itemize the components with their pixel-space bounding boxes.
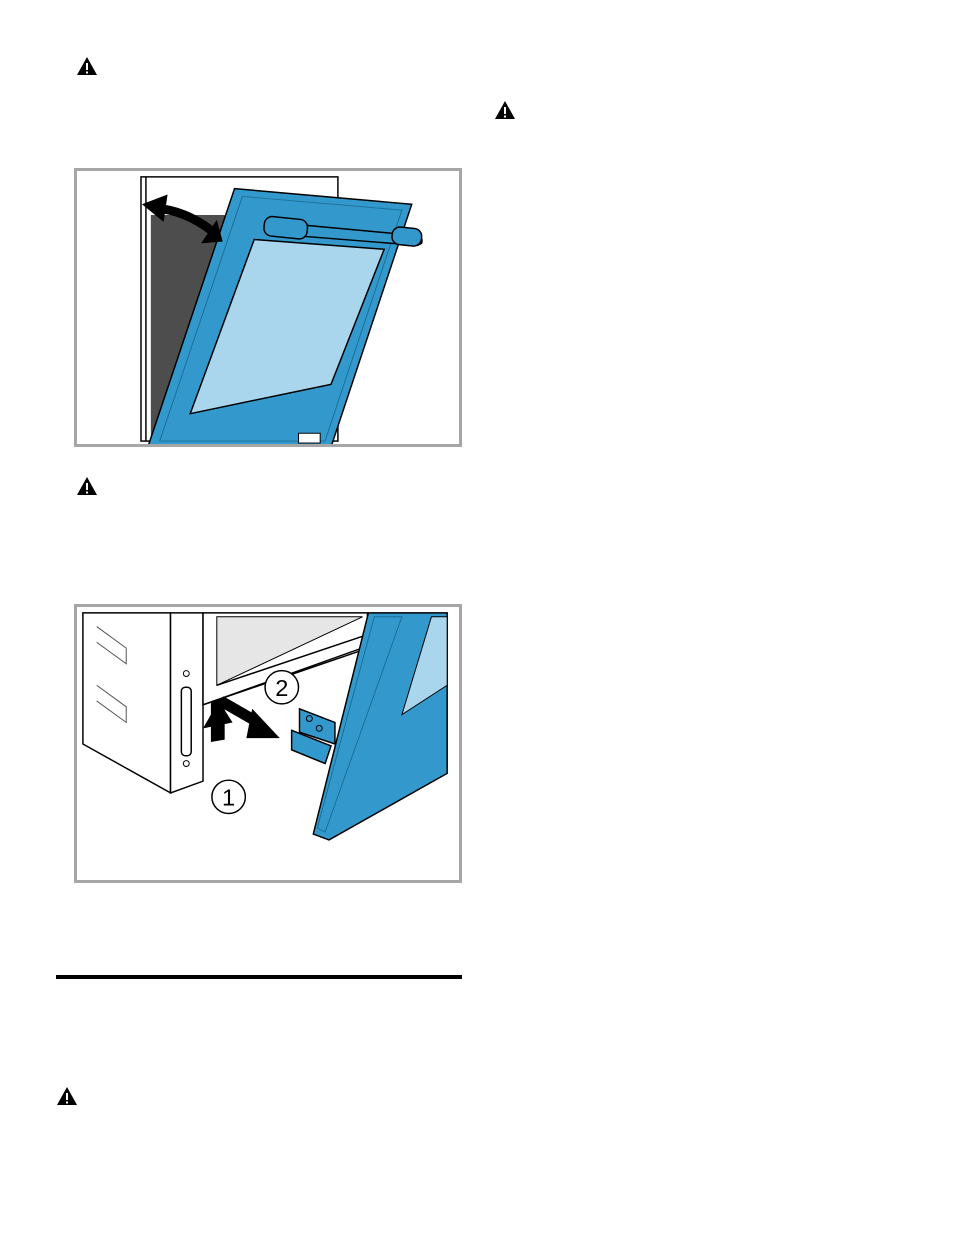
oven-door <box>312 612 448 841</box>
warning-triangle-icon <box>77 477 97 495</box>
warning-triangle-icon <box>57 1087 77 1105</box>
lift-up-arrow-icon <box>203 698 233 743</box>
step-label-1: 1 <box>211 779 247 815</box>
svg-text:1: 1 <box>222 785 235 811</box>
svg-text:2: 2 <box>275 675 288 701</box>
door-tilt-arrow-icon <box>141 194 223 244</box>
warning-triangle-icon <box>495 101 515 119</box>
section-divider <box>56 975 462 979</box>
door-remove-illustration: 1 2 <box>74 604 462 883</box>
door-handle <box>263 215 423 247</box>
step-label-2: 2 <box>264 669 300 705</box>
warning-triangle-icon <box>77 57 97 75</box>
oven-door <box>148 187 413 444</box>
pull-out-arrow-icon <box>218 696 280 739</box>
hinge <box>290 707 336 765</box>
door-open-illustration <box>74 168 462 447</box>
